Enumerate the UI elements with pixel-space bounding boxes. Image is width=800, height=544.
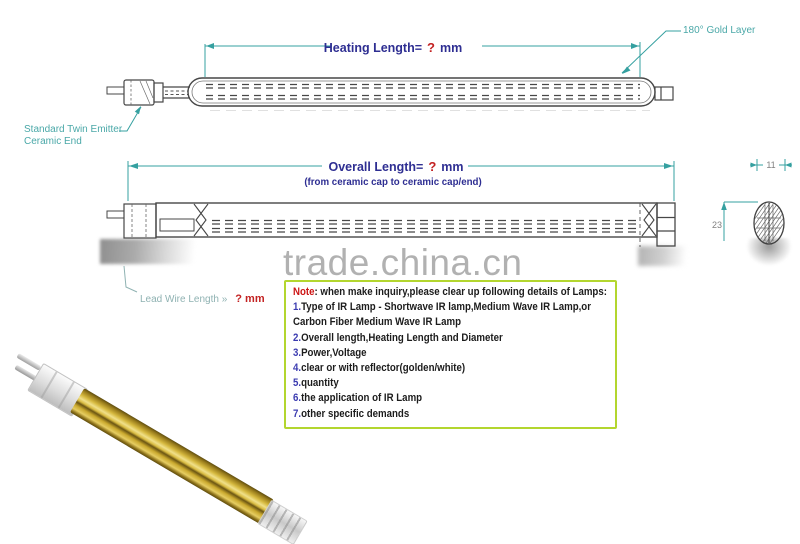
note-item-number: 3. xyxy=(293,346,302,359)
overall-length-value: ? xyxy=(428,159,437,174)
note-item: 3.Power,Voltage xyxy=(293,346,576,361)
gold-layer-label: 180° Gold Layer xyxy=(683,25,756,36)
cross-section-drawing xyxy=(753,201,785,245)
note-item-number: 6. xyxy=(293,392,302,405)
note-item-text: Overall length,Heating Length and Diamet… xyxy=(301,331,503,344)
watermark-text: trade.china.cn xyxy=(283,242,523,283)
note-item-text: Type of IR Lamp - Shortwave IR lamp,Medi… xyxy=(301,301,591,314)
overall-length-subnote: (from ceramic cap to ceramic cap/end) xyxy=(304,177,482,188)
cross-section-width-dim: 11 xyxy=(766,160,776,170)
note-item: 6.the application of IR Lamp xyxy=(293,391,576,406)
overall-length-label: Overall Length= xyxy=(328,160,424,174)
middle-lamp-outline xyxy=(106,202,676,247)
note-item-number: 2. xyxy=(293,331,302,344)
heating-length-label: Heating Length= xyxy=(323,41,423,55)
note-heading: Note: when make inquiry,please clear up … xyxy=(293,285,607,300)
note-item-text: Power,Voltage xyxy=(301,346,367,359)
ceramic-end-label-line1: Standard Twin Emitter xyxy=(24,124,123,135)
cross-section-height-dim: 23 xyxy=(712,220,723,230)
note-item-number: 7. xyxy=(293,407,302,420)
note-heading-prefix: Note xyxy=(293,286,315,298)
heating-length-unit: mm xyxy=(440,41,463,55)
note-item-text: other specific demands xyxy=(301,407,410,420)
note-item-number: 1. xyxy=(293,301,302,314)
ceramic-end-label: Standard Twin Emitter Ceramic End xyxy=(24,124,122,148)
note-item: Carbon Fiber Medium Wave IR Lamp xyxy=(293,315,576,330)
ceramic-end-label-line2: Ceramic End xyxy=(24,136,82,147)
heating-length-dimension: Heating Length=? mm xyxy=(324,40,462,55)
heating-length-value: ? xyxy=(427,40,435,55)
lead-wire-label: Lead Wire Length » xyxy=(140,294,228,305)
inquiry-note-box: Note: when make inquiry,please clear up … xyxy=(284,280,617,429)
lead-wire-value: ? mm xyxy=(235,293,265,305)
note-item: 2.Overall length,Heating Length and Diam… xyxy=(293,331,576,346)
shadow-left-cap xyxy=(100,239,218,264)
note-heading-rest: : when make inquiry,please clear up foll… xyxy=(314,286,607,298)
dimension-lines xyxy=(119,30,792,241)
note-item-text: the application of IR Lamp xyxy=(301,392,423,405)
note-item-text: Carbon Fiber Medium Wave IR Lamp xyxy=(293,316,461,329)
note-item: 5.quantity xyxy=(293,376,576,391)
note-item-number: 4. xyxy=(293,362,302,375)
note-item: 1.Type of IR Lamp - Shortwave IR lamp,Me… xyxy=(293,300,591,315)
note-item-text: clear or with reflector(golden/white) xyxy=(301,362,466,375)
shadow-right-cap xyxy=(638,246,694,266)
note-item: 7.other specific demands xyxy=(293,407,576,422)
lead-wire-leader xyxy=(123,265,138,293)
lead-wire-dimension: Lead Wire Length » ? mm xyxy=(140,289,265,307)
top-lamp-outline xyxy=(106,77,674,111)
note-item-number: 5. xyxy=(293,377,302,390)
overall-length-unit: mm xyxy=(441,160,464,174)
note-item: 4.clear or with reflector(golden/white) xyxy=(293,361,576,376)
note-item-text: quantity xyxy=(301,377,339,390)
overall-length-dimension: Overall Length=? mm xyxy=(328,159,463,174)
